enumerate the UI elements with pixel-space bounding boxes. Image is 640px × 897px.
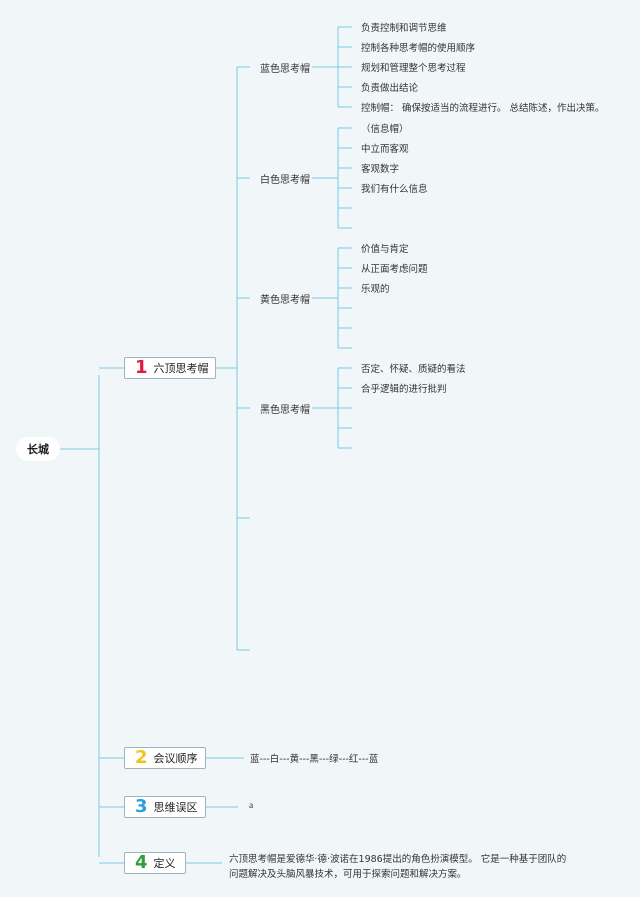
hat-blue[interactable]: 蓝色思考帽 (260, 64, 310, 75)
yellow-hat-item[interactable]: 从正面考虑问题 (361, 264, 428, 275)
white-hat-item[interactable]: 中立而客观 (361, 144, 409, 155)
topic-label: 思维误区 (153, 801, 198, 814)
topic-label: 六顶思考帽 (153, 362, 209, 375)
yellow-hat-item[interactable]: 乐观的 (361, 284, 390, 295)
hat-yellow[interactable]: 黄色思考帽 (260, 295, 310, 306)
topic-number-2: 2 (135, 747, 148, 768)
topic-misconceptions[interactable]: 3 思维误区 (124, 796, 206, 818)
topic-number-3: 3 (135, 796, 148, 817)
meeting-order-sequence[interactable]: 蓝---白---黄---黑---绿---红---蓝 (250, 754, 379, 765)
topic-label: 会议顺序 (153, 752, 198, 765)
definition-line-1[interactable]: 六顶思考帽是爱德华·德·波诺在1986提出的角色扮演模型。 它是一种基于团队的 (229, 854, 567, 865)
hat-white[interactable]: 白色思考帽 (260, 175, 310, 186)
topic-number-1: 1 (135, 357, 148, 378)
black-hat-item[interactable]: 合乎逻辑的进行批判 (361, 384, 447, 395)
topic-meeting-order[interactable]: 2 会议顺序 (124, 747, 206, 769)
blue-hat-item[interactable]: 规划和管理整个思考过程 (361, 63, 466, 74)
root-node[interactable]: 长城 (16, 437, 60, 461)
misconception-item[interactable]: a (249, 801, 254, 811)
blue-hat-item[interactable]: 负责做出结论 (361, 83, 419, 94)
blue-hat-item[interactable]: 控制帽： 确保按适当的流程进行。 总结陈述，作出决策。 (361, 103, 605, 114)
white-hat-item[interactable]: （信息帽） (361, 124, 409, 135)
black-hat-item[interactable]: 否定、怀疑、质疑的看法 (361, 364, 466, 375)
topic-six-hats[interactable]: 1 六顶思考帽 (124, 357, 216, 379)
yellow-hat-item[interactable]: 价值与肯定 (361, 244, 409, 255)
topic-label: 定义 (153, 857, 176, 870)
blue-hat-item[interactable]: 控制各种思考帽的使用顺序 (361, 43, 476, 54)
white-hat-item[interactable]: 我们有什么信息 (361, 184, 428, 195)
blue-hat-item[interactable]: 负责控制和调节思维 (361, 23, 447, 34)
definition-line-2[interactable]: 问题解决及头脑风暴技术，可用于探索问题和解决方案。 (229, 869, 467, 880)
white-hat-item[interactable]: 客观数字 (361, 164, 400, 175)
topic-definition[interactable]: 4 定义 (124, 852, 186, 874)
topic-number-4: 4 (135, 852, 148, 873)
hat-black[interactable]: 黑色思考帽 (260, 405, 310, 416)
